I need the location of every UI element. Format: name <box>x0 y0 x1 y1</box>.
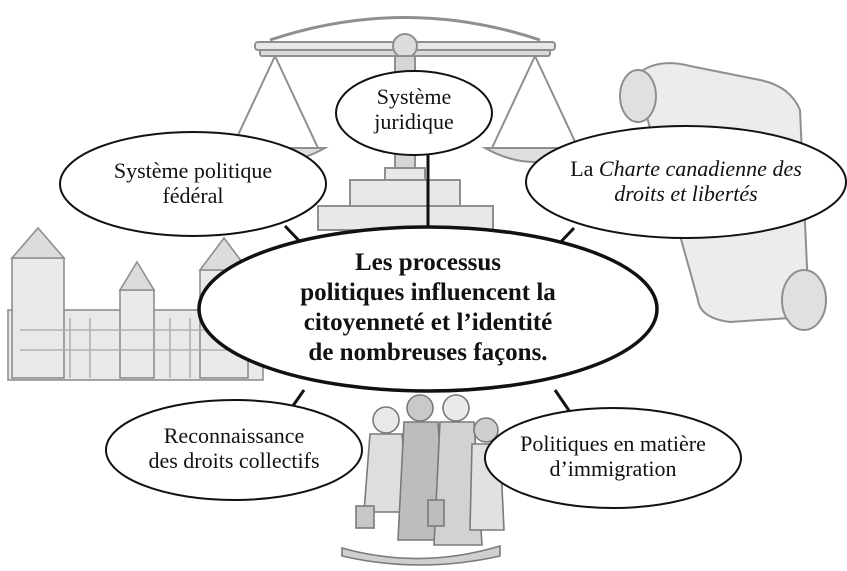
charte-label-line-2: droits et libertés <box>536 180 836 207</box>
collectifs-label: Reconnaissance des droits collectifs <box>114 423 354 473</box>
charte-italic-1: Charte canadienne des <box>598 156 802 181</box>
immigration-label-line: d’immigration <box>549 455 677 481</box>
center-label-line: Les processus <box>354 249 502 276</box>
center-label-line: citoyenneté et l’identité <box>303 309 553 336</box>
federal-label-line: Système politique <box>113 158 273 183</box>
node-oval-collectifs <box>105 399 363 501</box>
juridique-label: Système juridique <box>344 84 484 134</box>
node-oval-charte <box>525 125 847 239</box>
center-label: Les processus politiques influencent la … <box>268 248 588 368</box>
charte-italic-2: droits et libertés <box>614 180 758 206</box>
diverse-people-group-icon <box>341 394 505 566</box>
federal-label-line: fédéral <box>162 182 224 208</box>
node-oval-juridique <box>335 70 493 156</box>
charte-label-line-1: La Charte canadienne des <box>536 156 836 182</box>
collectifs-label-line: Reconnaissance <box>163 423 305 448</box>
immigration-label: Politiques en matière d’immigration <box>493 431 733 481</box>
node-oval-immigration <box>484 407 742 509</box>
node-oval-federal <box>59 131 327 237</box>
immigration-label-line: Politiques en matière <box>520 431 706 456</box>
charte-label: La Charte canadienne des droits et liber… <box>536 156 836 207</box>
center-label-line: de nombreuses façons. <box>308 339 548 366</box>
collectifs-label-line: des droits collectifs <box>148 447 320 473</box>
connector-immigration <box>553 389 572 413</box>
charte-prefix: La <box>570 156 599 181</box>
federal-label: Système politique fédéral <box>68 158 318 208</box>
juridique-label-line: Système <box>376 84 452 109</box>
center-oval <box>197 225 659 393</box>
center-label-line: politiques influencent la <box>300 279 556 306</box>
juridique-label-line: juridique <box>374 108 454 134</box>
